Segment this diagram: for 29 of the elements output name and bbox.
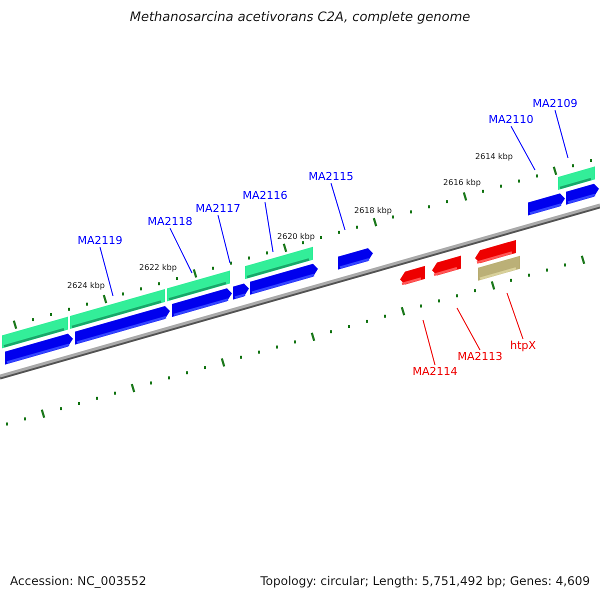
scale-label: 2616 kbp (443, 178, 481, 188)
leader-line (330, 182, 346, 230)
title: Methanosarcina acetivorans C2A, complete genome (130, 10, 470, 26)
leader-line (506, 292, 524, 340)
gene-label: MA2109 (532, 97, 578, 110)
gene-label: MA2117 (196, 202, 240, 216)
scale-label: 2620 kbp (277, 232, 315, 242)
scale-label: 2624 kbp (67, 281, 105, 291)
leader-line (170, 228, 192, 274)
gene-label: MA2114 (412, 365, 458, 378)
gene-label: htpX (510, 339, 536, 352)
leader-line (456, 308, 480, 350)
leader-line (218, 214, 230, 264)
leader-line (100, 246, 114, 296)
genome-summary-text: Topology: circular; Length: 5,751,492 bp; Genes: 4,609 (260, 574, 590, 588)
leader-line (510, 126, 536, 170)
scale-label: 2614 kbp (475, 152, 513, 162)
scale-label: 2618 kbp (354, 206, 392, 216)
gene-label: MA2113 (458, 350, 502, 364)
leader-line (554, 110, 568, 158)
gene-label: MA2118 (148, 215, 192, 228)
scale-label: 2622 kbp (139, 263, 177, 273)
gene-label: MA2119 (78, 234, 122, 248)
leader-line (422, 320, 436, 366)
gene-label: MA2115 (308, 170, 354, 184)
gene-label: MA2110 (488, 113, 534, 126)
gene-label: MA2116 (242, 189, 288, 202)
leader-line (264, 202, 274, 252)
accession-text: Accession: NC_003552 (10, 574, 146, 588)
